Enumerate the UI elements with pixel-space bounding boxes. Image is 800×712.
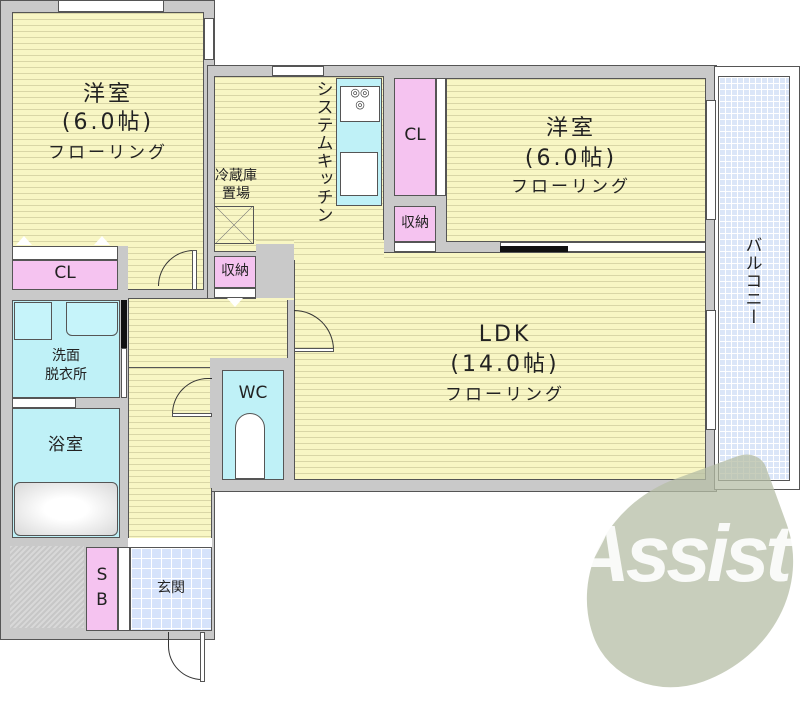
ldk-size: (14.0帖) (450, 352, 560, 377)
western-room-right-door-panel (500, 246, 568, 252)
wc-door-leaf (172, 413, 212, 417)
toilet-label: WC (238, 383, 268, 403)
washbasin-icon (66, 302, 118, 336)
fridge-space-icon (214, 206, 254, 244)
washroom-label-line2: 脱衣所 (45, 367, 87, 383)
western-room-left-name: 洋室 (82, 82, 133, 107)
balcony-label: バルコニー (741, 236, 762, 326)
closet-right-label: CL (404, 125, 426, 145)
bathroom-label: 浴室 (48, 435, 84, 455)
window-right-room (706, 100, 716, 220)
toilet-icon (235, 413, 265, 479)
ldk-upper-extension (294, 240, 384, 260)
western-room-right-size: (6.0帖) (524, 146, 618, 171)
balcony (718, 76, 790, 481)
bathtub-icon (14, 482, 118, 536)
ldk-room (294, 252, 706, 480)
closet-left-door-arrow-icon (94, 236, 110, 245)
window-left-room-side (204, 18, 214, 60)
storage-hall-door (214, 288, 256, 298)
closet-right[interactable] (394, 78, 436, 196)
storage-hall[interactable] (214, 256, 256, 288)
ldk-name: LDK (478, 322, 532, 347)
storage-right-door (394, 242, 436, 252)
kitchen-label: システムキッチン (312, 80, 333, 224)
western-room-right (446, 78, 706, 242)
stove-icon: ◎◎◎ (340, 86, 380, 122)
closet-right-doors (436, 78, 446, 196)
entrance-door[interactable] (168, 632, 202, 680)
entrance (130, 547, 212, 631)
shoe-box-label-line2: B (96, 590, 108, 610)
sink-icon (340, 152, 378, 196)
washroom-door[interactable] (121, 300, 127, 348)
storage-hall-label: 収納 (221, 263, 249, 279)
shoe-box-doors (118, 547, 130, 631)
closet-left[interactable] (12, 260, 118, 290)
storage-right-label: 収納 (401, 215, 429, 231)
door-left-room-leaf (192, 250, 197, 290)
fridge-label-line2: 置場 (222, 186, 250, 202)
washroom-label-line1: 洗面 (52, 348, 80, 364)
window-kitchen (272, 66, 324, 76)
wall-fridge-block (256, 244, 294, 298)
washing-machine-icon (14, 302, 52, 340)
entrance-door-leaf (200, 632, 205, 682)
ldk-door-leaf (294, 348, 334, 352)
closet-left-doors[interactable] (12, 246, 118, 260)
washroom-door-frame (121, 348, 127, 398)
fridge-label-line1: 冷蔵庫 (215, 168, 257, 184)
storage-right[interactable] (394, 206, 436, 242)
shoe-box-label-line1: S (96, 565, 108, 585)
exterior-hatched-area (10, 546, 84, 628)
storage-hall-arrow-icon (227, 298, 243, 307)
entrance-label: 玄関 (157, 580, 185, 596)
western-room-right-name: 洋室 (545, 116, 596, 141)
window-ldk (706, 310, 716, 430)
ldk-floor: フローリング (445, 385, 565, 405)
wall-closet-left-side (118, 246, 128, 298)
western-room-left-floor: フローリング (48, 143, 168, 163)
window-top-left (58, 0, 164, 12)
watermark-logo: Assist (571, 509, 792, 598)
hallway-upper (128, 298, 288, 368)
closet-left-door-arrow-icon (16, 236, 32, 245)
shoe-box[interactable] (86, 547, 118, 631)
closet-left-label: CL (54, 263, 76, 283)
western-room-left-size: (6.0帖) (61, 110, 155, 135)
western-room-right-floor: フローリング (511, 177, 631, 197)
bathroom-door[interactable] (12, 398, 76, 408)
